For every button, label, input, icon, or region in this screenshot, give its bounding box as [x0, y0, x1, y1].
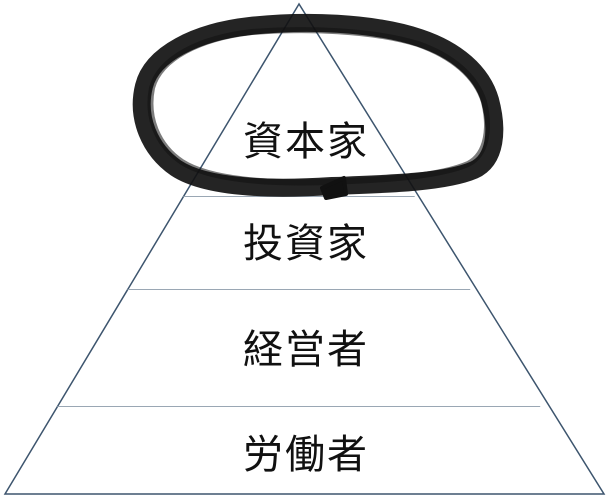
tier-label-capitalist: 資本家 [243, 119, 369, 165]
pyramid-outline [3, 2, 606, 495]
tier-label-manager: 経営者 [243, 327, 369, 373]
highlight-circle [132, 13, 504, 200]
tier-label-investor: 投資家 [243, 221, 369, 267]
tier-label-worker: 労働者 [243, 432, 369, 478]
